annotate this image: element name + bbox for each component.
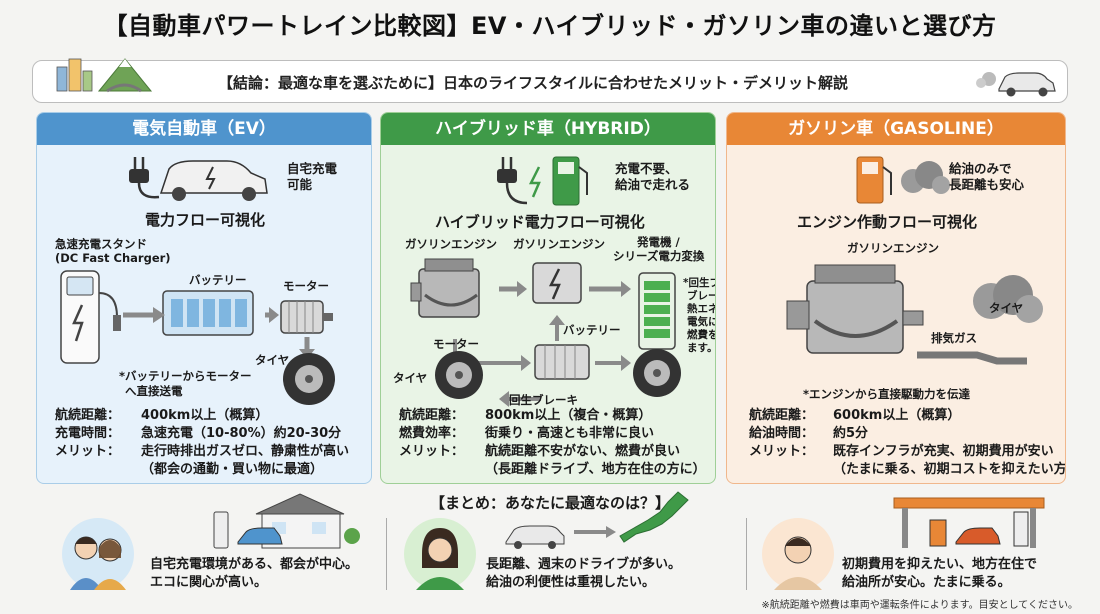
ev-heading: 電気自動車（EV） — [37, 113, 371, 145]
hybrid-heading: ハイブリッド車（HYBRID） — [381, 113, 715, 145]
battery-icon — [162, 290, 254, 336]
charger-icon — [60, 270, 121, 364]
summary-divider-2 — [746, 518, 747, 590]
summary-title: 【まとめ：あなたに最適なのは？】 — [429, 494, 670, 512]
ev-spec-range-label: 航続距離： — [55, 408, 121, 423]
gasoline-engine-icon — [786, 264, 924, 354]
plug-fuel-icon — [497, 156, 588, 206]
ev-caption-2: へ直接送電 — [125, 384, 183, 398]
ev-battery-label: バッテリー — [189, 273, 247, 287]
gasoline-spec-merit-2: （たまに乗る、初期コストを抑えたい方に） — [833, 462, 1066, 477]
hybrid-regen-note-1: *回生ブレーキは、 — [683, 277, 715, 289]
gasoline-tire-label: タイヤ — [989, 301, 1024, 315]
hybrid-spec-merit-2: （長距離ドライブ、地方在住の方に） — [485, 462, 706, 477]
summary-divider-1 — [386, 518, 387, 590]
ev-spec-merit-2: （都会の通勤・買い物に最適） — [141, 462, 324, 477]
gasoline-panel: ガソリン車（GASOLINE） 給油のみで 長距離も安心 エンジン作動フロー可視… — [726, 112, 1066, 484]
ev-spec-merit-label: メリット： — [55, 444, 121, 459]
ev-spec-time: 急速充電（10-80%）約20-30分 — [141, 426, 342, 441]
generator-icon — [532, 262, 582, 304]
hybrid-regen-note-3: 熱エネルギーを — [687, 303, 716, 315]
page-title: 【自動車パワートレイン比較図】EV・ハイブリッド・ガソリン車の違いと選び方 — [103, 12, 997, 40]
gasoline-heading: ガソリン車（GASOLINE） — [727, 113, 1065, 145]
tire-icon — [283, 353, 335, 405]
hybrid-regen-label: 回生ブレーキ — [509, 393, 578, 407]
summary-hybrid-1: 長距離、週末のドライブが多い。 — [486, 557, 682, 572]
ev-motor-label: モーター — [283, 279, 329, 293]
gasoline-note-1: 給油のみで — [949, 161, 1012, 176]
hybrid-tire-right — [633, 349, 681, 397]
hybrid-note-1: 充電不要、 — [615, 161, 678, 176]
tire-smoke-icon — [973, 275, 1043, 323]
gasoline-spec-time: 約5分 — [833, 426, 869, 441]
gasoline-note-2: 長距離も安心 — [949, 177, 1025, 192]
hybrid-engine-label-1: ガソリンエンジン — [405, 237, 497, 251]
hybrid-regen-note-6: ます。 — [687, 342, 716, 354]
motor-icon — [280, 300, 333, 334]
banner-text: 【結論：最適な車を選ぶために】日本のライフスタイルに合わせたメリット・デメリット… — [218, 74, 849, 92]
gasoline-caption: *エンジンから直接駆動力を伝達 — [803, 387, 971, 401]
ev-caption-1: *バッテリーからモーター — [119, 369, 252, 383]
gasoline-spec-merit-label: メリット： — [749, 444, 815, 459]
house-charger-icon — [213, 493, 360, 549]
hybrid-note-2: 給油で走れる — [615, 177, 691, 192]
hybrid-spec-range: 800km以上（複合・概算） — [485, 408, 652, 423]
fuel-pump-icon — [856, 156, 950, 204]
hybrid-tire-left — [435, 351, 483, 399]
hybrid-spec-eff-label: 燃費効率： — [399, 426, 465, 441]
ev-tire-label: タイヤ — [255, 353, 290, 367]
car-icon — [976, 72, 1056, 97]
engine-icon — [410, 258, 480, 318]
flow-arrows — [123, 307, 279, 323]
man-avatar — [762, 518, 834, 590]
hybrid-engine-label-2: ガソリンエンジン — [513, 237, 605, 251]
gasoline-spec-merit-1: 既存インフラが充実、初期費用が安い — [833, 444, 1054, 459]
hybrid-flow-title: ハイブリッド電力フロー可視化 — [435, 213, 645, 231]
exhaust-pipe-icon — [917, 351, 1027, 365]
gasoline-spec-range-label: 航続距離： — [749, 408, 815, 423]
summary-ev-2: エコに関心が高い。 — [150, 575, 268, 590]
hybrid-spec-merit-1: 航続距離不安がない、燃費が良い — [485, 444, 681, 459]
hybrid-panel: ハイブリッド車（HYBRID） 充電不要、 給油で走れる ハイブリッド電力フロー… — [380, 112, 716, 484]
ev-station-label-2: (DC Fast Charger) — [55, 251, 171, 265]
hybrid-generator-label-2: シリーズ電力変換 — [613, 249, 705, 263]
ev-charge-note-1: 自宅充電 — [287, 161, 338, 176]
ev-spec-range: 400km以上（概算） — [141, 408, 269, 423]
gasoline-flow-title: エンジン作動フロー可視化 — [797, 213, 978, 231]
ev-station-label-1: 急速充電スタンド — [55, 237, 147, 251]
hybrid-motor-icon — [534, 344, 590, 380]
gasoline-exhaust-label: 排気ガス — [931, 331, 977, 345]
city-mountain-icon — [56, 58, 153, 93]
summary-hybrid-2: 給油の利便性は重視したい。 — [486, 575, 656, 590]
ev-flow-title: 電力フロー可視化 — [145, 211, 266, 229]
gas-station-icon — [893, 497, 1045, 548]
hybrid-regen-note-5: 燃費を向上させ — [687, 329, 716, 341]
summary-ev-1: 自宅充電環境がある、都会が中心。 — [150, 557, 359, 572]
hybrid-motor-label: モーター — [433, 337, 479, 351]
gasoline-spec-range: 600km以上（概算） — [833, 408, 961, 423]
hybrid-regen-note-2: ブレーキ時の — [687, 290, 716, 302]
hybrid-generator-label-1: 発電機 / — [637, 235, 680, 249]
gasoline-engine-label: ガソリンエンジン — [847, 241, 939, 255]
summary-gasoline-1: 初期費用を抑えたい、地方在住で — [842, 557, 1038, 572]
ev-charge-note-2: 可能 — [287, 177, 313, 192]
hybrid-spec-eff: 街乗り・高速とも非常に良い — [485, 426, 655, 441]
hybrid-spec-range-label: 航続距離： — [399, 408, 465, 423]
couple-avatar — [62, 518, 134, 590]
ev-panel: 電気自動車（EV） 自宅充電 可能 電力フロー可視化 急速充電スタンド (DC … — [36, 112, 372, 484]
hybrid-tire-label: タイヤ — [393, 371, 428, 385]
summary-gasoline-2: 給油所が安心。たまに乗る。 — [842, 575, 1011, 590]
ev-spec-merit-1: 走行時排出ガスゼロ、静粛性が高い — [141, 444, 350, 459]
hybrid-battery-label: バッテリー — [563, 323, 621, 337]
car-japan-map-icon — [505, 491, 689, 549]
gasoline-spec-time-label: 給油時間： — [749, 426, 815, 441]
conclusion-banner: 【結論：最適な車を選ぶために】日本のライフスタイルに合わせたメリット・デメリット… — [32, 58, 1068, 103]
hybrid-battery-icon — [638, 272, 676, 350]
woman-avatar — [404, 518, 476, 590]
hybrid-spec-merit-label: メリット： — [399, 444, 465, 459]
ev-spec-time-label: 充電時間： — [55, 426, 121, 441]
hybrid-regen-note-4: 電気に変換し、 — [687, 316, 716, 328]
footer-note: ※航続距離や燃費は車両や運転条件によります。目安としてください。 — [761, 600, 1078, 611]
plug-car-icon — [129, 157, 268, 201]
